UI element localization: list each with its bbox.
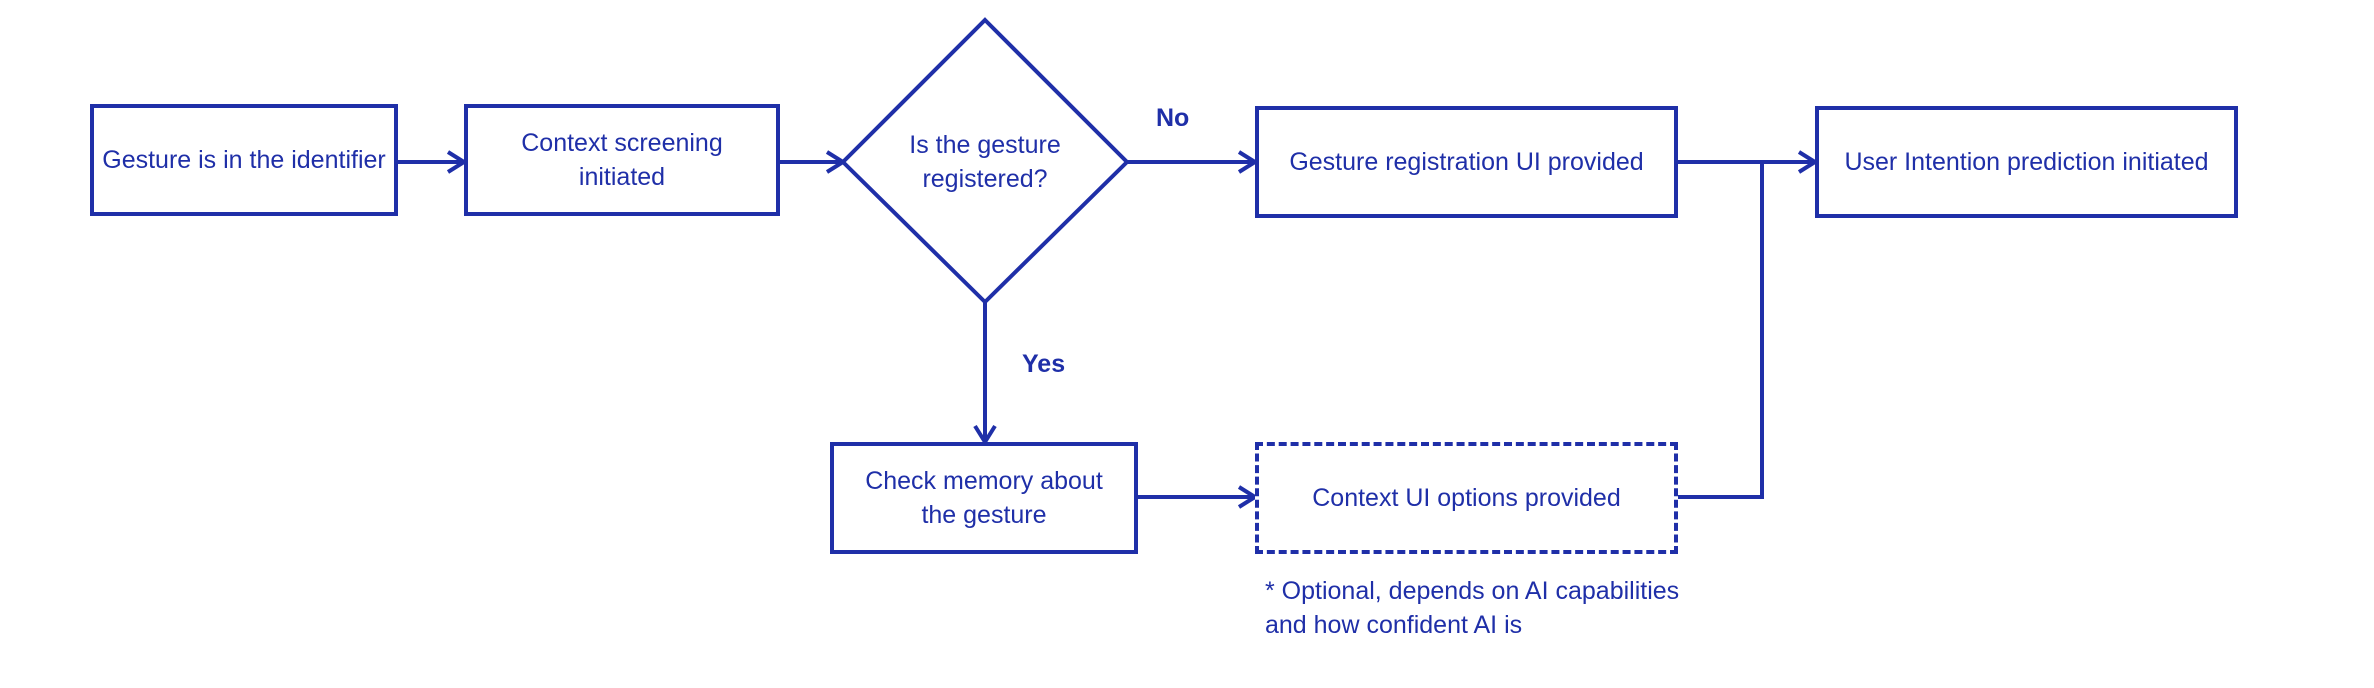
node-context-ui-options: Context UI options provided bbox=[1255, 442, 1678, 554]
node-is-registered-text: Is the gesture registered? bbox=[909, 131, 1061, 193]
node-is-registered-text-wrap: Is the gesture registered? bbox=[885, 112, 1085, 212]
edge-label-no: No bbox=[1156, 104, 1190, 132]
optional-note: * Optional, depends on AI capabilities a… bbox=[1265, 577, 1680, 639]
node-gesture-identifier-text: Gesture is in the identifier bbox=[102, 146, 386, 174]
edge-label-yes: Yes bbox=[1022, 350, 1066, 378]
node-context-screening-text: Context screening initiated bbox=[521, 129, 723, 191]
node-intention-prediction: User Intention prediction initiated bbox=[1815, 106, 2238, 218]
node-check-memory-text: Check memory about the gesture bbox=[865, 467, 1103, 529]
node-registration-ui: Gesture registration UI provided bbox=[1255, 106, 1678, 218]
node-registration-ui-text: Gesture registration UI provided bbox=[1289, 148, 1644, 176]
node-check-memory: Check memory about the gesture bbox=[830, 442, 1138, 554]
node-gesture-identifier: Gesture is in the identifier bbox=[90, 104, 398, 216]
node-context-ui-options-text: Context UI options provided bbox=[1312, 484, 1621, 512]
edge-context-ui-to-prediction bbox=[1678, 162, 1764, 499]
node-context-screening: Context screening initiated bbox=[464, 104, 780, 216]
node-intention-prediction-text: User Intention prediction initiated bbox=[1844, 148, 2209, 176]
